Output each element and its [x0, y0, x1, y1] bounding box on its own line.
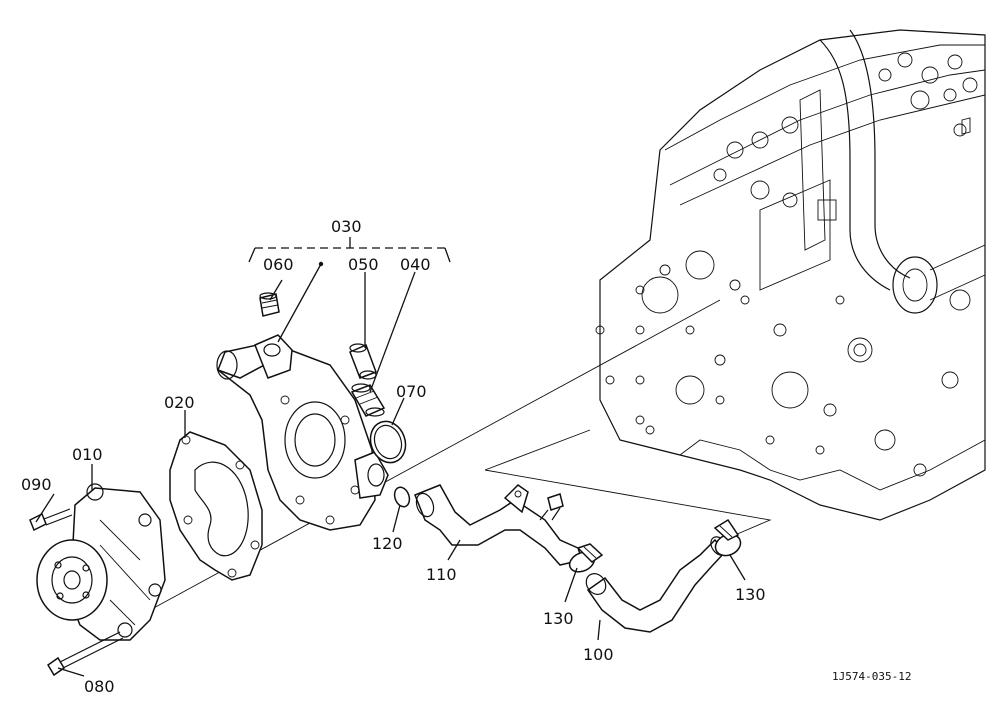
callout-130-left: 130: [543, 609, 574, 628]
plug-060: [259, 292, 280, 317]
pipe-leader-line: [484, 429, 591, 471]
hose-clamp-130-left: [568, 543, 604, 573]
pipe-110: [414, 484, 583, 566]
fitting-040: [350, 383, 386, 417]
callout-020: 020: [164, 393, 195, 412]
water-pump-010: [36, 483, 166, 641]
o-ring-120: [393, 486, 411, 508]
callout-090: 090: [21, 475, 52, 494]
assembly-030-bracket: [248, 237, 451, 267]
callout-010: 010: [72, 445, 103, 464]
fitting-050: [349, 343, 377, 380]
hose-clamp-130-right: [713, 518, 742, 557]
hose-100: [585, 536, 728, 633]
callout-070: 070: [396, 382, 427, 401]
pipe-leader-line-2: [484, 469, 772, 536]
gasket-020: [169, 431, 263, 581]
callout-100: 100: [583, 645, 614, 664]
callout-080: 080: [84, 677, 115, 696]
engine-block: [595, 29, 986, 521]
o-ring-070: [369, 420, 407, 464]
pump-body-030: [216, 334, 389, 531]
callout-130-right: 130: [735, 585, 766, 604]
callout-040: 040: [400, 255, 431, 274]
callout-050: 050: [348, 255, 379, 274]
callout-030: 030: [331, 217, 362, 236]
bolt-090: [29, 508, 73, 532]
leader-lines: [35, 263, 746, 677]
callout-120: 120: [372, 534, 403, 553]
drawing-code: 1J574-035-12: [832, 670, 911, 683]
bolt-080: [46, 631, 124, 677]
callout-110: 110: [426, 565, 457, 584]
callout-060: 060: [263, 255, 294, 274]
